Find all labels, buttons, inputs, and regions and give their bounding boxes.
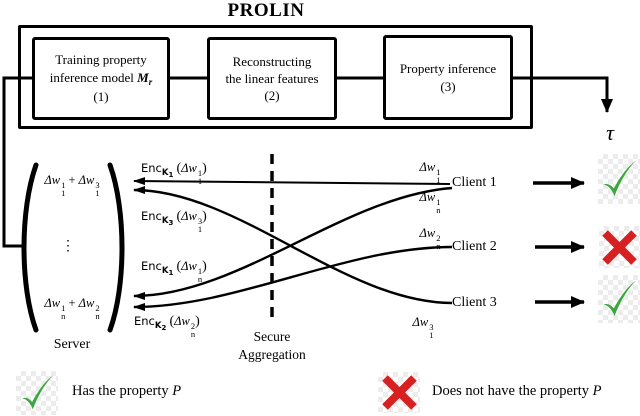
step1-number: (1) bbox=[93, 89, 109, 105]
step2-line1: Reconstructing bbox=[232, 53, 312, 69]
legend-check-icon bbox=[16, 371, 58, 415]
arrow-output-tau bbox=[513, 76, 613, 113]
legend-cross-icon bbox=[378, 372, 420, 413]
arrow-client1-wn-to-server bbox=[133, 186, 453, 300]
pipeline-outer-box bbox=[18, 25, 533, 129]
arrow-client3-w1-to-server bbox=[133, 186, 453, 305]
arrow-client1-w1-to-server bbox=[133, 177, 451, 186]
step-box-reconstruct-features: Reconstructing the linear features (2) bbox=[207, 37, 337, 120]
plus-sign: + bbox=[68, 173, 76, 187]
property-symbol: P bbox=[592, 383, 602, 399]
matrix-vdots: ⋮ bbox=[61, 239, 75, 254]
figure-title: PROLIN bbox=[227, 0, 305, 21]
step2-number: (2) bbox=[264, 88, 280, 104]
step-box-training-model: Training property inference model Mr (1) bbox=[32, 37, 170, 120]
model-symbol-sub: r bbox=[148, 76, 153, 87]
secure-aggregation-label-line2: Aggregation bbox=[238, 347, 306, 362]
client2-cross-icon bbox=[599, 226, 640, 268]
step-box-property-inference: Property inference (3) bbox=[383, 35, 513, 120]
step2-line2: the linear features bbox=[225, 70, 319, 86]
step1-line2: inference model Mr bbox=[49, 69, 153, 87]
property-symbol: P bbox=[172, 383, 182, 399]
legend-has-property-text: Has the property P bbox=[72, 383, 182, 399]
client1-label: Client 1 bbox=[452, 175, 497, 190]
legend-no-property-text: Does not have the property P bbox=[432, 383, 602, 399]
plus-sign: + bbox=[68, 296, 76, 310]
tau-output-symbol: τ bbox=[606, 120, 614, 145]
model-symbol: M bbox=[137, 69, 149, 85]
step1-line1: Training property bbox=[55, 52, 147, 68]
client3-label: Client 3 bbox=[452, 295, 497, 310]
arrow-client2-wn-to-server bbox=[133, 245, 453, 311]
client2-label: Client 2 bbox=[452, 239, 497, 254]
matrix-right-paren bbox=[107, 162, 125, 333]
client1-check-icon bbox=[598, 154, 640, 204]
client3-check-icon bbox=[598, 275, 640, 323]
secure-aggregation-label-line1: Secure bbox=[253, 329, 291, 344]
matrix-left-paren bbox=[21, 162, 39, 333]
step3-line1: Property inference bbox=[399, 61, 497, 77]
server-label: Server bbox=[53, 337, 91, 352]
step3-number: (3) bbox=[440, 78, 456, 94]
